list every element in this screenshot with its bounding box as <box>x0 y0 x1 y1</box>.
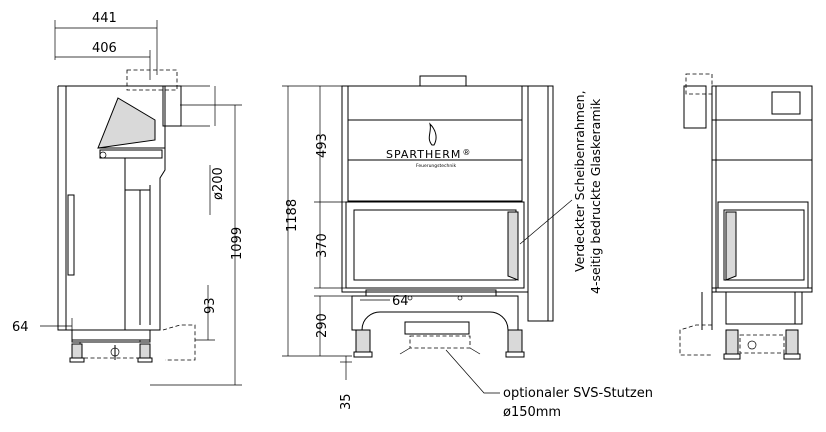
dim-64-front: 64 <box>392 294 409 309</box>
dim-493: 493 <box>315 133 330 158</box>
dim-441: 441 <box>92 11 117 26</box>
right-side-view <box>679 73 813 360</box>
brand-name: SPARTHERM® <box>386 148 471 161</box>
svs-note-line1: optionaler SVS-Stutzen <box>503 386 653 401</box>
dim-64-side: 64 <box>12 320 29 335</box>
dim-35: 35 <box>339 393 354 410</box>
dim-370: 370 <box>315 233 330 258</box>
dim-406: 406 <box>92 41 117 56</box>
side-view: 441 406 ø2 <box>12 11 245 386</box>
glass-note-line2: 4-seitig bedruckte Glaskeramik <box>588 98 603 294</box>
dim-1099: 1099 <box>230 227 245 260</box>
glass-note-line1: Verdeckter Scheibenrahmen, <box>572 90 587 272</box>
dim-290: 290 <box>315 313 330 338</box>
brand-tagline: Feuerungstechnik <box>416 163 456 169</box>
dim-200: ø200 <box>211 167 226 200</box>
svs-note-line2: ø150mm <box>503 405 561 420</box>
dim-93: 93 <box>203 297 218 314</box>
front-view: SPARTHERM® Feuerungstechnik 1188 493 370 <box>282 75 653 420</box>
dim-1188: 1188 <box>285 199 300 232</box>
